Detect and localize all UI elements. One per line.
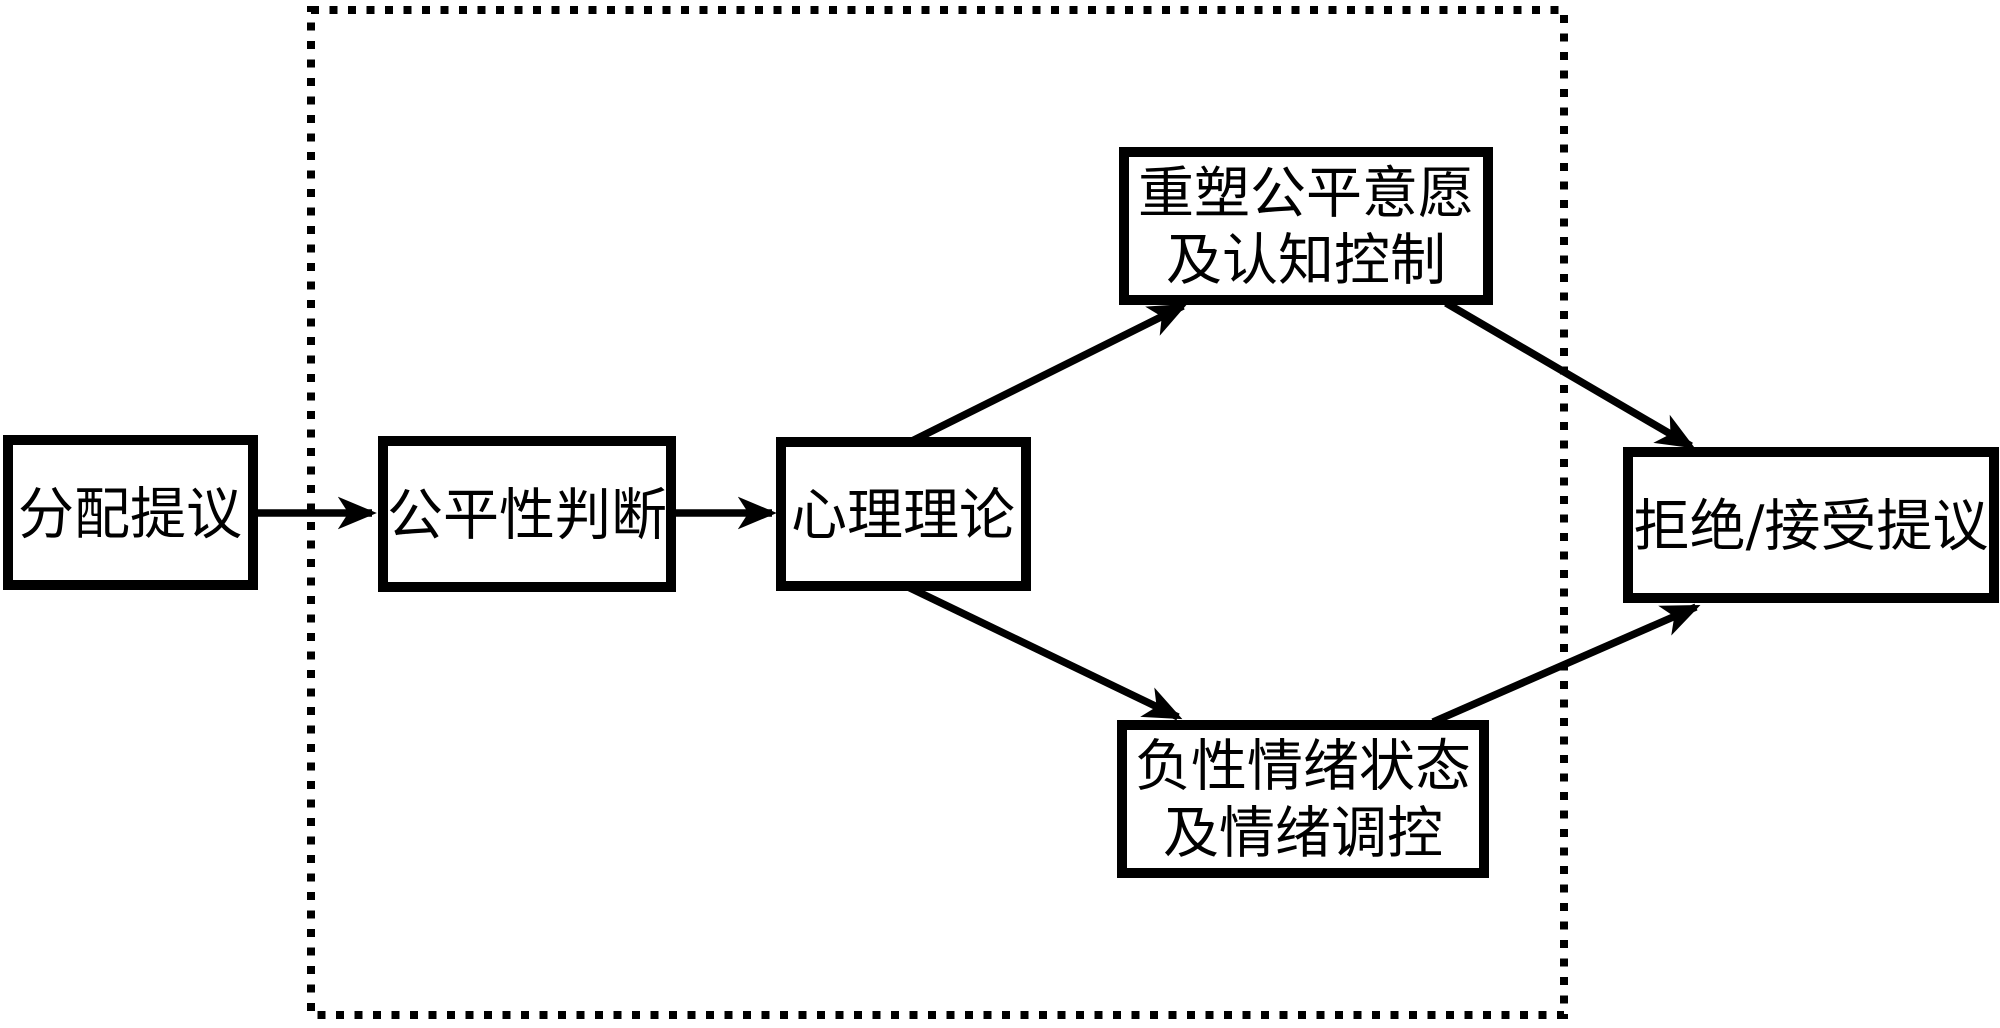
node-reshape-fairness-line2: 及认知控制 xyxy=(1166,229,1446,294)
node-negative-emotion-box xyxy=(1117,720,1489,878)
node-negative-emotion-line2: 及情绪调控 xyxy=(1163,802,1443,867)
node-allocation-proposal-label: 分配提议 xyxy=(18,483,242,548)
node-reshape-fairness-box xyxy=(1119,147,1493,305)
node-allocation-proposal: 分配提议 xyxy=(3,435,258,590)
node-theory-of-mind-label: 心理理论 xyxy=(791,484,1015,549)
arrow-negative-to-decision xyxy=(1431,603,1701,726)
node-fairness-judgment-box xyxy=(378,436,676,592)
arrow-reshape-to-decision xyxy=(1444,299,1696,450)
node-negative-emotion-line1: 负性情绪状态 xyxy=(1135,735,1471,800)
node-reject-accept-label: 拒绝/接受提议 xyxy=(1634,495,1989,560)
node-negative-emotion: 负性情绪状态 及情绪调控 xyxy=(1117,720,1489,878)
node-reshape-fairness: 重塑公平意愿 及认知控制 xyxy=(1119,147,1493,305)
node-fairness-judgment: 公平性判断 xyxy=(378,436,676,592)
node-reject-accept: 拒绝/接受提议 xyxy=(1623,447,1999,603)
node-theory-of-mind-box xyxy=(776,437,1031,591)
node-reshape-fairness-line1: 重塑公平意愿 xyxy=(1138,162,1474,227)
arrow-theory-to-reshape xyxy=(910,302,1188,445)
arrow-theory-to-negative xyxy=(906,583,1183,721)
node-theory-of-mind: 心理理论 xyxy=(776,437,1031,591)
node-fairness-judgment-label: 公平性判断 xyxy=(387,484,667,549)
node-reject-accept-box xyxy=(1623,447,1999,603)
node-allocation-proposal-box xyxy=(3,435,258,590)
